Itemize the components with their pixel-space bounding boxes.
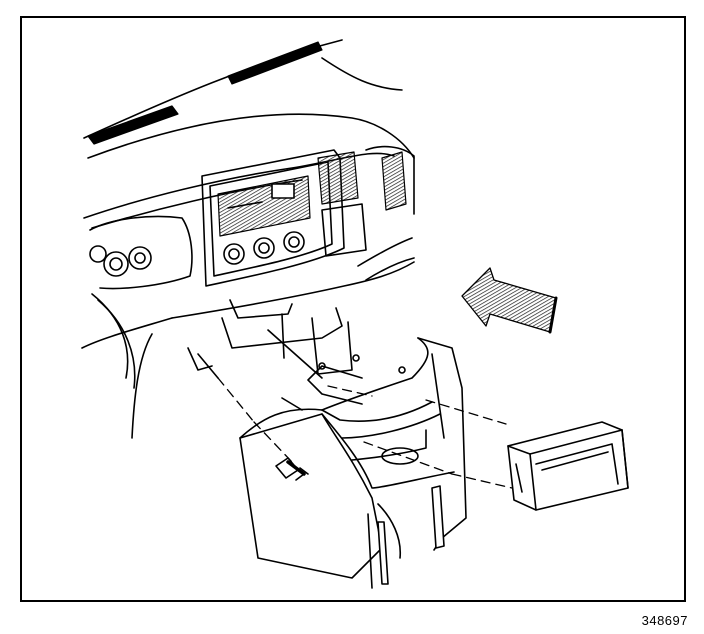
figure-number: 348697 <box>641 613 688 628</box>
direction-arrow-icon <box>461 267 558 334</box>
right-air-vent <box>381 151 407 211</box>
gauge-icon <box>89 245 152 277</box>
fastener-bolt-drawing <box>275 457 309 481</box>
hvac-knob-icon <box>223 231 305 265</box>
defroster-vent-right <box>227 41 323 85</box>
assembly-guide-lines <box>217 377 513 489</box>
exploded-view-diagram <box>81 39 629 589</box>
illustration-frame <box>20 16 686 602</box>
radio-unit <box>217 175 311 237</box>
instrument-panel-drawing <box>81 39 415 439</box>
mounting-bracket-drawing <box>187 299 353 379</box>
storage-bin-drawing <box>507 421 629 511</box>
defroster-vent-left <box>87 105 179 145</box>
floor-console-drawing <box>239 337 467 589</box>
center-air-vent <box>317 151 359 205</box>
